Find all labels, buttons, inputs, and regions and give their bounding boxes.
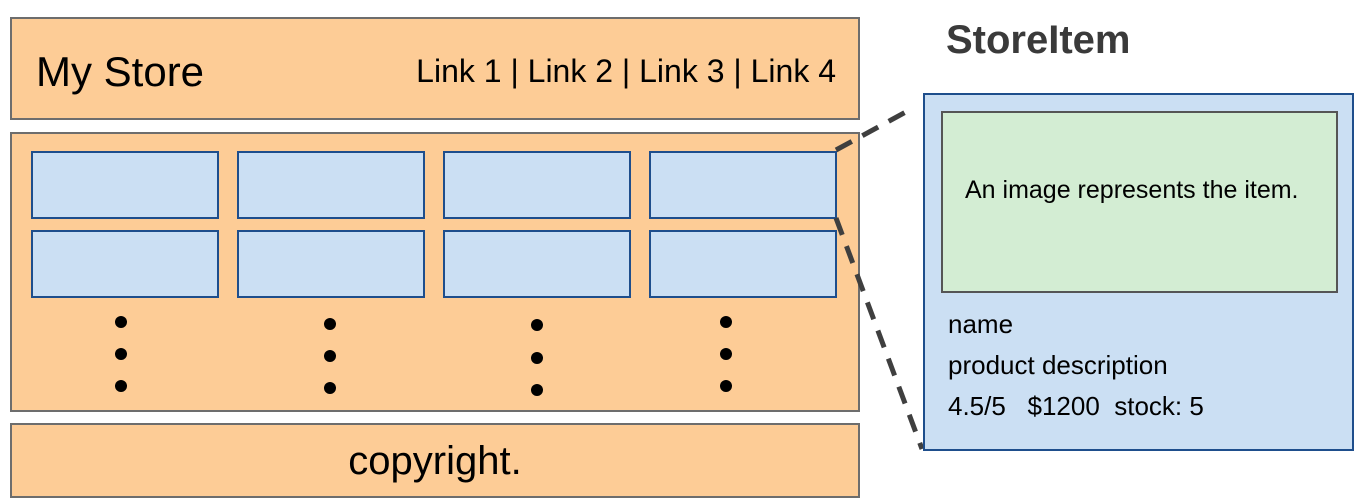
- grid-item[interactable]: [649, 151, 837, 219]
- copyright-text: copyright.: [348, 439, 522, 483]
- store-item-title: StoreItem: [946, 18, 1131, 62]
- item-name: name: [948, 309, 1014, 339]
- grid-item[interactable]: [649, 230, 837, 298]
- grid-item[interactable]: [443, 230, 631, 298]
- ellipsis-dot: [324, 382, 336, 394]
- grid-item[interactable]: [237, 151, 425, 219]
- ellipsis-dot: [531, 319, 543, 331]
- item-meta: 4.5/5 $1200 stock: 5: [948, 391, 1204, 421]
- item-grid: [10, 132, 860, 412]
- store-header: My Store Link 1 | Link 2 | Link 3 | Link…: [10, 17, 860, 120]
- item-description: product description: [948, 350, 1168, 380]
- ellipsis-dot: [115, 316, 127, 328]
- grid-item[interactable]: [237, 230, 425, 298]
- store-title: My Store: [36, 48, 205, 95]
- ellipsis-dot: [720, 316, 732, 328]
- store-footer: copyright.: [10, 423, 860, 498]
- ellipsis-dot: [720, 380, 732, 392]
- ellipsis-dot: [115, 380, 127, 392]
- ellipsis-dot: [324, 318, 336, 330]
- item-image-placeholder: An image represents the item.: [941, 111, 1338, 293]
- nav-links[interactable]: Link 1 | Link 2 | Link 3 | Link 4: [416, 53, 836, 89]
- ellipsis-dot: [115, 348, 127, 360]
- ellipsis-dot: [531, 384, 543, 396]
- ellipsis-dot: [324, 350, 336, 362]
- grid-item[interactable]: [31, 151, 219, 219]
- ellipsis-dot: [531, 352, 543, 364]
- ellipsis-dot: [720, 348, 732, 360]
- image-caption: An image represents the item.: [965, 176, 1299, 204]
- grid-item[interactable]: [443, 151, 631, 219]
- grid-item[interactable]: [31, 230, 219, 298]
- store-item-card: An image represents the item. name produ…: [923, 93, 1354, 451]
